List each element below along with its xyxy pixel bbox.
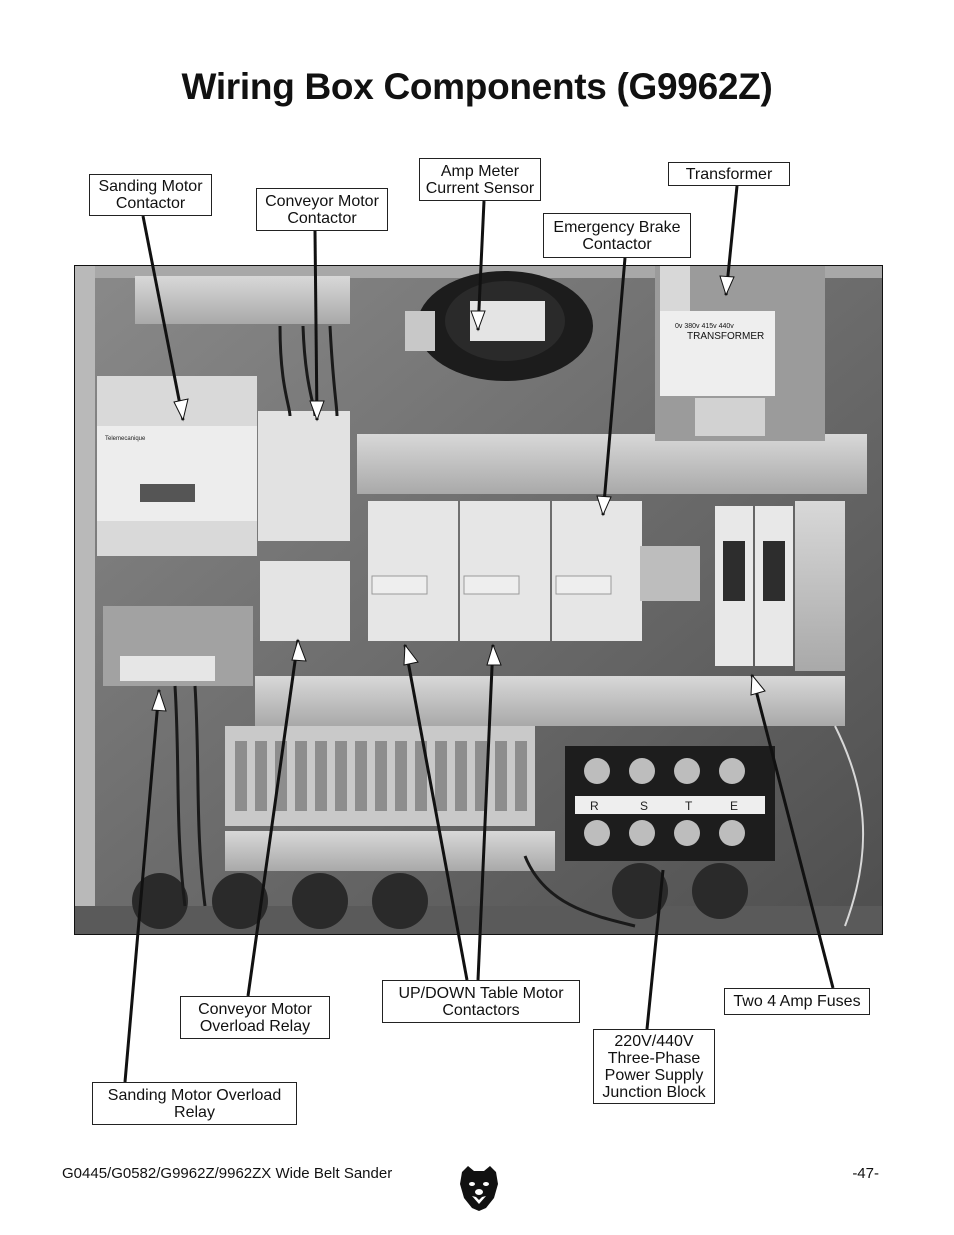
leader-sanding-overload <box>123 689 161 1083</box>
junction-letter-t: T <box>685 799 693 813</box>
footer-page-number: -47- <box>852 1165 879 1182</box>
grizzly-bear-logo-icon <box>460 1166 498 1211</box>
junction-letter-s: S <box>640 799 648 813</box>
callout-updown-table-motor-contactors: UP/DOWN Table Motor Contactors <box>382 980 580 1023</box>
arrowhead-brake-contactor <box>596 495 612 517</box>
callout-transformer: Transformer <box>668 162 790 186</box>
footer-model-line: G0445/G0582/G9962Z/9962ZX Wide Belt Sand… <box>62 1165 393 1182</box>
arrowhead-amp-meter <box>470 310 486 332</box>
leader-sanding-contactor <box>141 215 185 421</box>
arrowhead-transformer <box>719 275 735 297</box>
callout-two-4-amp-fuses: Two 4 Amp Fuses <box>724 988 870 1015</box>
leader-conveyor-contactor <box>313 230 319 421</box>
callout-sanding-motor-contactor: Sanding Motor Contactor <box>89 174 212 216</box>
arrowhead-conveyor-overload <box>291 638 307 662</box>
callout-sanding-motor-overload-relay: Sanding Motor Overload Relay <box>92 1082 297 1125</box>
transformer-voltage-label: 0v 380v 415v 440v <box>675 323 734 330</box>
leader-brake-contactor <box>601 257 627 516</box>
wiring-box-photo: TRANSFORMER 0v 380v 415v 440v Telemecani… <box>74 265 883 935</box>
transformer-plate-label: TRANSFORMER <box>687 331 764 342</box>
contactor-brand-label: Telemecanique <box>105 436 146 442</box>
leader-amp-meter <box>476 200 486 331</box>
page-title: Wiring Box Components (G9962Z) <box>181 66 773 107</box>
leader-fuses <box>750 674 835 989</box>
leader-updown-2 <box>476 644 495 981</box>
callout-emergency-brake-contactor: Emergency Brake Contactor <box>543 213 691 258</box>
arrowhead-sanding-overload <box>151 688 167 712</box>
callout-conveyor-motor-overload-relay: Conveyor Motor Overload Relay <box>180 996 330 1039</box>
junction-letter-e: E <box>730 799 738 813</box>
callout-junction-block: 220V/440V Three-Phase Power Supply Junct… <box>593 1029 715 1104</box>
leader-junction-block <box>645 869 665 1030</box>
callout-amp-meter: Amp Meter Current Sensor <box>419 158 541 201</box>
arrowhead-sanding-contactor <box>173 398 189 422</box>
arrowhead-conveyor-contactor <box>309 400 325 422</box>
arrowhead-fuses <box>750 673 766 696</box>
arrowhead-updown-1 <box>403 643 419 666</box>
arrowhead-updown-2 <box>486 643 502 666</box>
junction-letter-r: R <box>590 799 599 813</box>
leader-conveyor-overload <box>246 639 300 997</box>
leader-updown-1 <box>403 644 469 981</box>
callout-conveyor-motor-contactor: Conveyor Motor Contactor <box>256 188 388 231</box>
